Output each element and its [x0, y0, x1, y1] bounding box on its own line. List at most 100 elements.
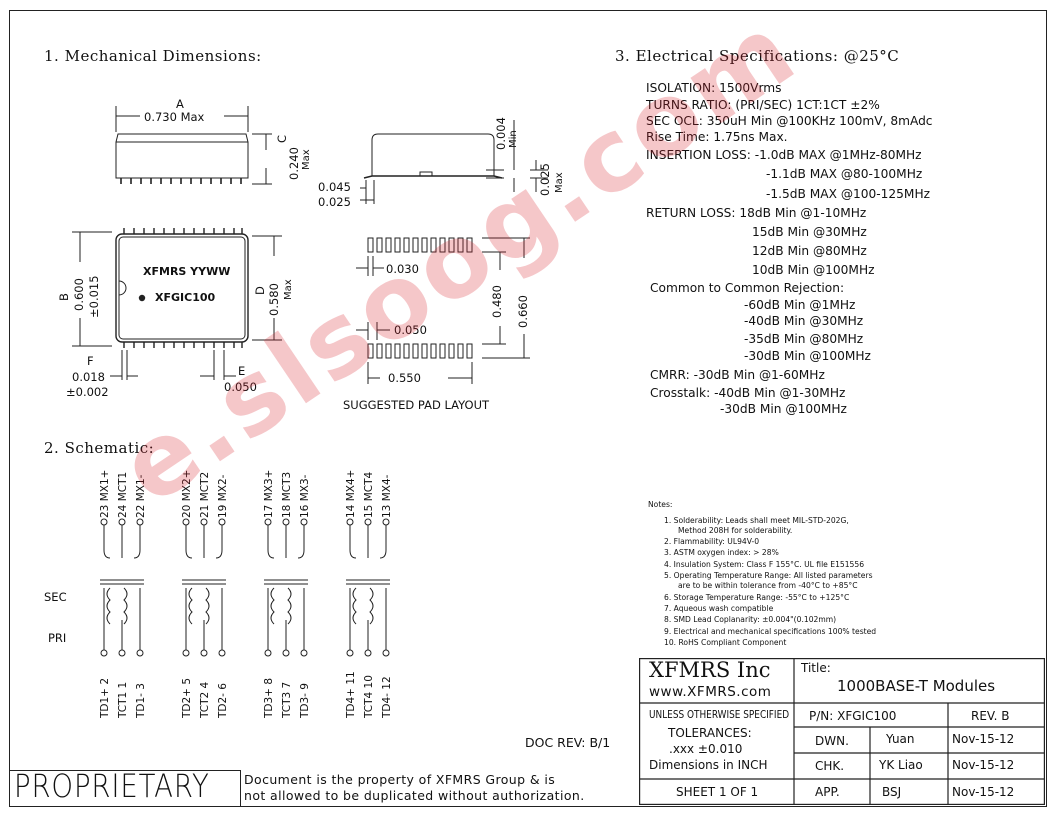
note-10: 10. RoHS Compliant Component — [664, 638, 787, 647]
section-title-schematic: 2. Schematic: — [44, 439, 155, 457]
spec-rise-time: Rise Time: 1.75ns Max. — [646, 130, 788, 144]
note-2: 2. Flammability: UL94V-0 — [664, 537, 760, 546]
dim-side-004: 0.004 — [494, 117, 508, 150]
dim-c-label: C — [275, 134, 289, 143]
pin-label-mx4-minus: 13 MX4- — [381, 474, 393, 518]
note-1a: 1. Solderability: Leads shall meet MIL-S… — [664, 516, 849, 525]
footer-line2: not allowed to be duplicated without aut… — [244, 788, 585, 803]
spec-ccr-4: -30dB Min @100MHz — [744, 349, 871, 363]
pin-label-td2-plus: TD2+ 5 — [181, 678, 193, 718]
transformer-4 — [346, 518, 390, 657]
spec-ccr-3: -35dB Min @80MHz — [744, 332, 864, 346]
pad-dim-550: 0.550 — [388, 371, 421, 385]
dim-b-value: 0.600 — [72, 278, 86, 311]
app-name: BSJ — [882, 785, 902, 799]
dim-side-004-min: Min — [508, 130, 519, 148]
spec-return-loss-1: RETURN LOSS: 18dB Min @1-10MHz — [646, 206, 867, 220]
note-4: 4. Insulation System: Class F 155°C. UL … — [664, 560, 865, 569]
chk-date: Nov-15-12 — [952, 758, 1015, 772]
footer-line1: Document is the property of XFMRS Group … — [244, 772, 556, 787]
pin-label-mx3-minus: 16 MX3- — [299, 474, 311, 518]
pin-label-mct1: 24 MCT1 — [117, 471, 129, 518]
dwn-label: DWN. — [815, 734, 849, 748]
dim-e-value: 0.050 — [224, 380, 257, 394]
section-title-electrical: 3. Electrical Specifications: @25°C — [615, 47, 900, 65]
pin-label-tct1: TCT1 1 — [117, 681, 129, 718]
spec-insertion-loss-2: -1.1dB MAX @80-100MHz — [766, 167, 923, 181]
pin-label-mx2-plus: 20 MX2+ — [181, 469, 193, 518]
pin-label-td3-minus: TD3- 9 — [299, 683, 311, 718]
pin-label-td1-minus: TD1- 3 — [135, 683, 147, 718]
dim-b-tol: ±0.015 — [87, 275, 101, 318]
pad-dim-050: 0.050 — [394, 323, 427, 337]
pin-label-td1-plus: TD1+ 2 — [99, 678, 111, 718]
note-3: 3. ASTM oxygen index: > 28% — [664, 548, 779, 557]
spec-return-loss-2: 15dB Min @30MHz — [752, 225, 867, 239]
app-date: Nov-15-12 — [952, 785, 1015, 799]
spec-ccr-title: Common to Common Rejection: — [650, 281, 845, 295]
pin-label-tct3: TCT3 7 — [281, 681, 293, 718]
dimensions-unit: Dimensions in INCH — [649, 758, 768, 772]
section-title-mechanical: 1. Mechanical Dimensions: — [44, 47, 262, 65]
company-website: www.XFMRS.com — [649, 684, 772, 700]
pin-label-mct4: 15 MCT4 — [363, 471, 375, 518]
dim-a-value: 0.730 Max — [144, 110, 205, 124]
dwn-date: Nov-15-12 — [952, 732, 1015, 746]
pin-label-td3-plus: TD3+ 8 — [263, 678, 275, 718]
side-view-body — [115, 133, 249, 179]
chk-name: YK Liao — [879, 758, 923, 772]
top-view-leads-bottom — [123, 342, 243, 348]
company-name: XFMRS Inc — [649, 658, 771, 682]
pin-label-mx4-plus: 14 MX4+ — [345, 469, 357, 518]
dim-d-max: Max — [283, 279, 294, 300]
top-view-body — [115, 233, 249, 343]
dim-a-label: A — [176, 97, 184, 111]
pin1-marker — [138, 294, 146, 302]
mechanical-drawing — [72, 106, 548, 384]
note-1b: Method 208H for solderability. — [678, 526, 793, 535]
spec-insertion-loss-3: -1.5dB MAX @100-125MHz — [766, 187, 931, 201]
transformer-1 — [100, 518, 144, 657]
spec-return-loss-4: 10dB Min @100MHz — [752, 263, 875, 277]
pad-dim-480: 0.480 — [490, 285, 504, 318]
pad-layout-caption: SUGGESTED PAD LAYOUT — [343, 398, 490, 412]
dim-c-max: Max — [301, 149, 312, 170]
pin-label-mx1-plus: 23 MX1+ — [99, 469, 111, 518]
sheet-number: SHEET 1 OF 1 — [676, 785, 759, 799]
dim-d-value: 0.580 — [267, 283, 281, 316]
notes-title: Notes: — [648, 500, 673, 509]
spec-crosstalk-2: -30dB Min @100MHz — [720, 402, 847, 416]
proprietary-box — [9, 770, 241, 806]
dim-b-label: B — [57, 293, 71, 301]
pin-label-tct4: TCT4 10 — [363, 675, 375, 718]
dim-f-tol: ±0.002 — [66, 385, 109, 399]
app-label: APP. — [815, 785, 840, 799]
dim-side-025: 0.025 — [538, 163, 552, 196]
dim-f-label: F — [87, 354, 94, 368]
spec-ccr-2: -40dB Min @30MHz — [744, 314, 864, 328]
schematic-pri-label: PRI — [48, 631, 67, 645]
pad-row-top — [367, 237, 473, 253]
marking-line2: XFGIC100 — [155, 291, 216, 304]
spec-sec-ocl: SEC OCL: 350uH Min @100KHz 100mV, 8mAdc — [646, 114, 933, 128]
transformer-2 — [182, 518, 226, 657]
note-5a: 5. Operating Temperature Range: All list… — [664, 571, 873, 580]
drawing-border — [9, 10, 1047, 807]
tolerance-value: .xxx ±0.010 — [669, 742, 743, 756]
note-9: 9. Electrical and mechanical specificati… — [664, 627, 877, 636]
dim-025: 0.025 — [318, 195, 351, 209]
spec-cmrr: CMRR: -30dB Min @1-60MHz — [650, 368, 825, 382]
title-label: Title: — [801, 661, 831, 675]
pin-label-tct2: TCT2 4 — [199, 681, 211, 718]
pin-label-td2-minus: TD2- 6 — [217, 683, 229, 718]
proprietary-label: PROPRIETARY — [14, 767, 210, 805]
dwn-name: Yuan — [886, 732, 915, 746]
pin-label-mx1-minus: 22 MX1- — [135, 474, 147, 518]
note-8: 8. SMD Lead Coplanarity: ±0.004"(0.102mm… — [664, 615, 837, 624]
pin-label-mct2: 21 MCT2 — [199, 471, 211, 518]
tolerances-label: TOLERANCES: — [668, 726, 752, 740]
note-7: 7. Aqueous wash compatible — [664, 604, 774, 613]
note-5b: are to be within tolerance from -40°C to… — [678, 581, 858, 590]
spec-crosstalk-1: Crosstalk: -40dB Min @1-30MHz — [650, 386, 846, 400]
pad-row-bottom — [367, 343, 473, 359]
